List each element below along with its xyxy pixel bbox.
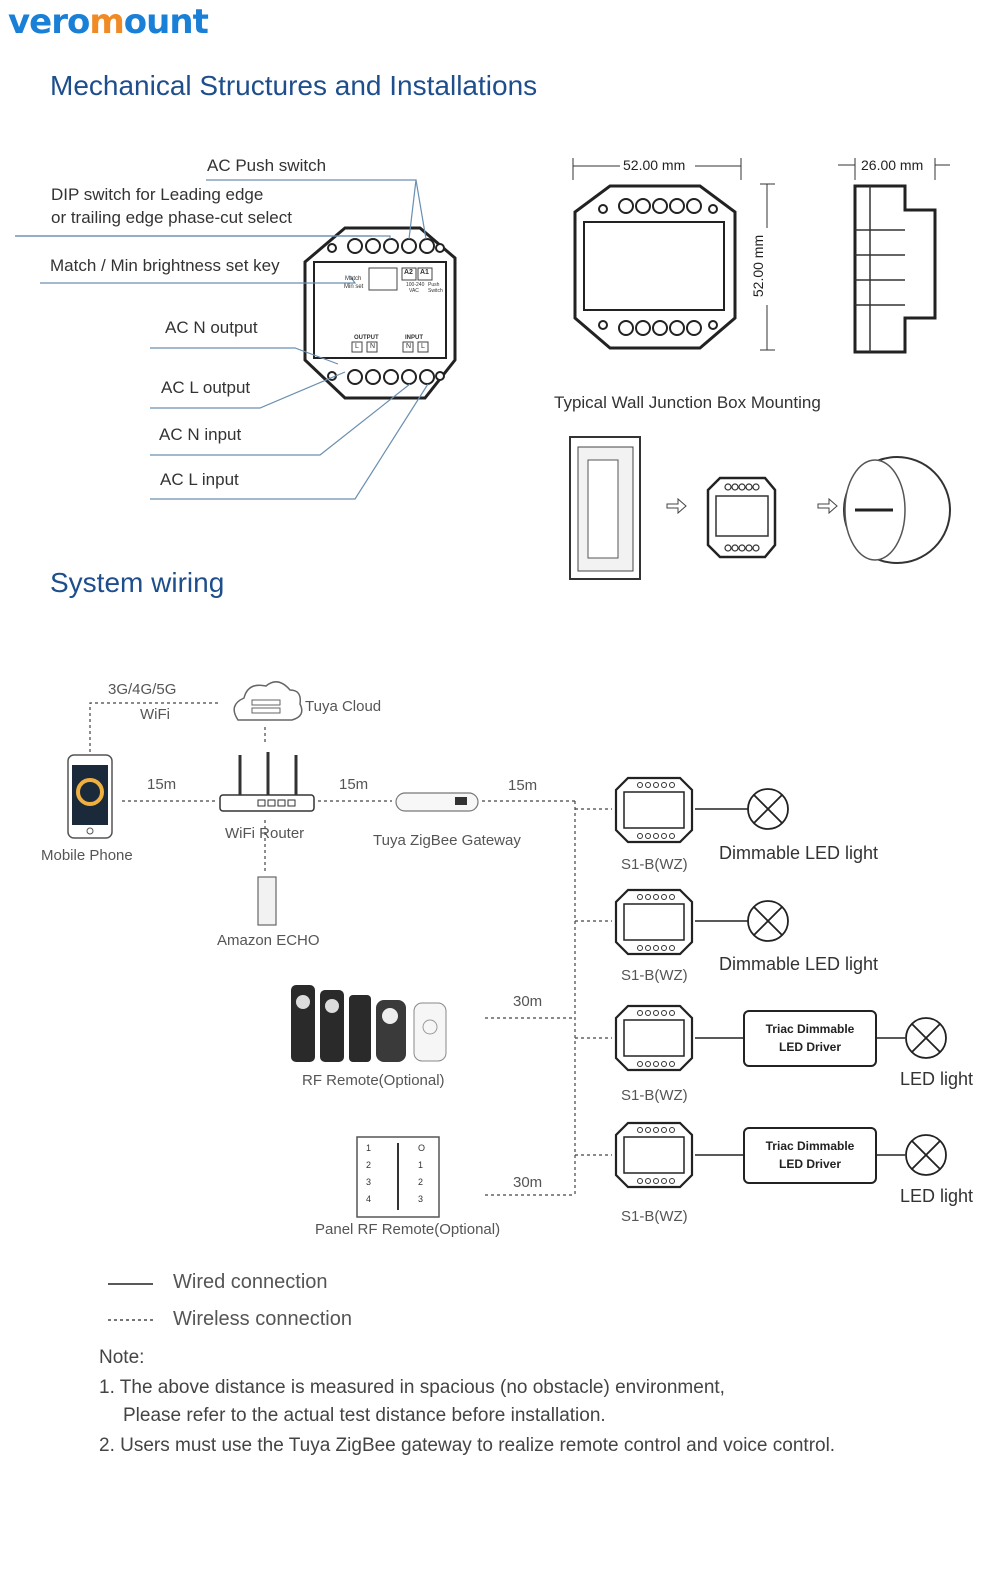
triac-2-line1: Triac Dimmable bbox=[765, 1139, 855, 1153]
lamp-icons bbox=[747, 788, 947, 1176]
label-gateway: Tuya ZigBee Gateway bbox=[373, 832, 521, 849]
label-ac-l-output: AC L output bbox=[161, 378, 251, 397]
label-wifi: WiFi bbox=[140, 706, 170, 723]
note-1-line1: 1. The above distance is measured in spa… bbox=[99, 1377, 725, 1398]
mechanical-title: Mechanical Structures and Installations bbox=[50, 70, 538, 101]
triac-1-line1: Triac Dimmable bbox=[765, 1022, 855, 1036]
logo-text-1: vero bbox=[8, 2, 90, 42]
panel-remote-icon bbox=[356, 1136, 440, 1218]
legend-wired: Wired connection bbox=[173, 1271, 328, 1293]
mounting-title: Typical Wall Junction Box Mounting bbox=[554, 393, 821, 412]
device-text-in-l: L bbox=[421, 343, 425, 350]
amazon-echo-icon bbox=[257, 876, 277, 926]
label-led-light-1: LED light bbox=[900, 1069, 974, 1089]
label-dimmable-led-2: Dimmable LED light bbox=[719, 954, 879, 974]
label-panel-remote: Panel RF Remote(Optional) bbox=[315, 1221, 501, 1238]
label-tuya-cloud: Tuya Cloud bbox=[305, 698, 382, 715]
dist-gateway-devices: 15m bbox=[508, 777, 538, 794]
dist-router-gateway: 15m bbox=[339, 776, 369, 793]
dimension-side-view bbox=[838, 158, 950, 354]
note-1-line2: Please refer to the actual test distance… bbox=[123, 1405, 606, 1426]
note-title: Note: bbox=[99, 1347, 145, 1368]
device-text-in-n: N bbox=[406, 343, 412, 350]
dim-depth: 26.00 mm bbox=[861, 157, 924, 173]
label-ac-l-input: AC L input bbox=[160, 470, 239, 489]
note-2: 2. Users must use the Tuya ZigBee gatewa… bbox=[99, 1435, 836, 1456]
device-model-4: S1-B(WZ) bbox=[621, 1208, 688, 1225]
label-ac-n-input: AC N input bbox=[159, 425, 242, 444]
device-text-a2: A2 bbox=[404, 269, 413, 276]
dim-height: 52.00 mm bbox=[750, 234, 767, 298]
device-text-voltage: 100-240 bbox=[406, 282, 425, 288]
panel-key-r3: 3 bbox=[418, 1194, 424, 1204]
s1b-device-terminals bbox=[637, 782, 675, 1184]
zigbee-gateway-icon bbox=[395, 792, 479, 812]
mobile-phone-icon bbox=[67, 754, 113, 839]
panel-key-2: 2 bbox=[366, 1160, 372, 1170]
triac-driver-boxes bbox=[743, 1010, 877, 1184]
dim-width: 52.00 mm bbox=[623, 157, 686, 173]
label-dimmable-led-1: Dimmable LED light bbox=[719, 843, 879, 863]
callout-lines bbox=[15, 179, 429, 500]
wiring-title: System wiring bbox=[50, 567, 225, 598]
device-text-push: Push bbox=[428, 282, 440, 288]
legend-wireless: Wireless connection bbox=[173, 1308, 352, 1330]
triac-1-line2: LED Driver bbox=[778, 1040, 842, 1054]
s1b-devices bbox=[614, 776, 694, 1189]
device-model-2: S1-B(WZ) bbox=[621, 967, 688, 984]
panel-key-r1: 1 bbox=[418, 1160, 424, 1170]
panel-key-o: O bbox=[418, 1143, 426, 1153]
mounting-illustration bbox=[569, 436, 951, 580]
dist-panel-remote: 30m bbox=[513, 1174, 543, 1191]
label-amazon-echo: Amazon ECHO bbox=[217, 932, 320, 949]
device-text-a1: A1 bbox=[420, 269, 429, 276]
label-wifi-router: WiFi Router bbox=[225, 825, 305, 842]
rf-remotes-icon bbox=[291, 985, 447, 1062]
wifi-router-icon bbox=[219, 752, 315, 812]
device-text-match: Match bbox=[345, 276, 362, 282]
device-front-view bbox=[303, 226, 457, 400]
device-text-out-l: L bbox=[355, 343, 359, 350]
device-text-vac: VAC bbox=[409, 288, 419, 294]
label-match-key: Match / Min brightness set key bbox=[50, 256, 280, 275]
legend-lines bbox=[108, 1283, 153, 1321]
label-led-light-2: LED light bbox=[900, 1186, 974, 1206]
label-mobile-phone: Mobile Phone bbox=[41, 847, 133, 864]
device-text-input: INPUT bbox=[405, 335, 423, 341]
label-ac-push-switch: AC Push switch bbox=[207, 156, 327, 175]
dist-phone-router: 15m bbox=[147, 776, 177, 793]
device-text-min-set: Min set bbox=[344, 284, 364, 290]
dimension-front-view bbox=[572, 158, 775, 351]
wiring-lines bbox=[89, 702, 905, 1196]
label-dip-line2: or trailing edge phase-cut select bbox=[51, 208, 292, 227]
brand-logo: veromount bbox=[8, 2, 209, 42]
logo-text-3: ount bbox=[123, 2, 209, 42]
label-network: 3G/4G/5G bbox=[108, 681, 177, 698]
device-text-out-n: N bbox=[370, 343, 376, 350]
device-model-3: S1-B(WZ) bbox=[621, 1087, 688, 1104]
device-text-switch: Switch bbox=[428, 288, 443, 294]
dist-rf-remote: 30m bbox=[513, 993, 543, 1010]
panel-key-4: 4 bbox=[366, 1194, 372, 1204]
label-rf-remote: RF Remote(Optional) bbox=[302, 1072, 445, 1089]
cloud-icon bbox=[233, 681, 303, 721]
label-ac-n-output: AC N output bbox=[165, 318, 258, 337]
device-model-1: S1-B(WZ) bbox=[621, 856, 688, 873]
panel-key-r2: 2 bbox=[418, 1177, 424, 1187]
device-text-output: OUTPUT bbox=[354, 335, 379, 341]
label-dip-line1: DIP switch for Leading edge bbox=[51, 185, 264, 204]
logo-text-2: m bbox=[89, 2, 124, 42]
panel-key-3: 3 bbox=[366, 1177, 372, 1187]
triac-2-line2: LED Driver bbox=[778, 1157, 842, 1171]
panel-key-1: 1 bbox=[366, 1143, 372, 1153]
